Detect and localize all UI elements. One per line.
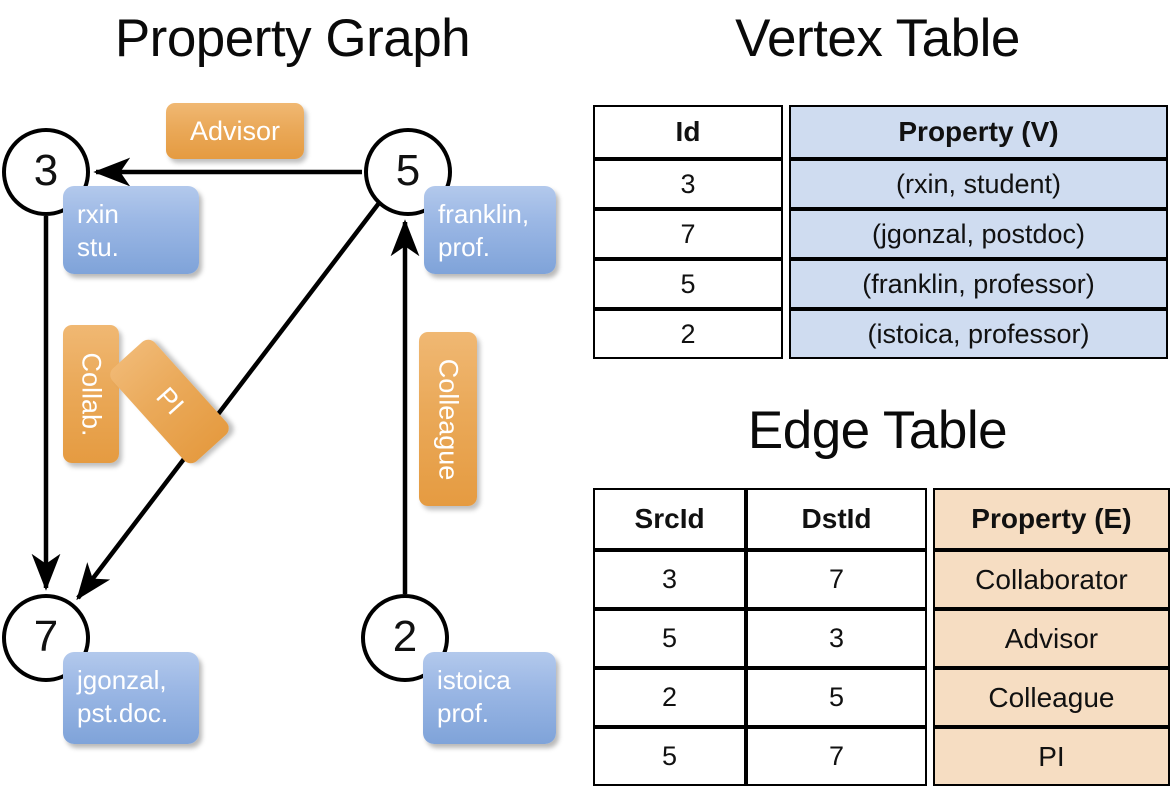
node-property-box-3: rxin stu.	[63, 186, 199, 274]
edge-label-pi-text: PI	[150, 381, 190, 421]
edge-table-column-gap	[926, 488, 933, 550]
vertex-row-2-property: (franklin, professor)	[789, 259, 1168, 309]
page-title-vertex-table: Vertex Table	[735, 9, 1020, 68]
edge-row-2-src: 2	[593, 668, 747, 727]
edge-table-header-dstid: DstId	[746, 488, 927, 550]
vertex-row-1-gap	[783, 209, 789, 259]
node-property-3-line2: stu.	[77, 232, 119, 263]
node-property-5-line1: franklin,	[438, 199, 530, 229]
vertex-row-1-id: 7	[593, 209, 783, 259]
edge-table-header-property: Property (E)	[932, 488, 1170, 550]
edge-row-1-dst: 3	[746, 609, 927, 668]
page-title-edge-table: Edge Table	[747, 401, 1008, 460]
edge-row-2-property: Colleague	[932, 668, 1170, 727]
edge-row-1-property: Advisor	[932, 609, 1170, 668]
edge-label-colleague: Colleague	[419, 332, 477, 506]
edge-row-3-src: 5	[593, 727, 747, 786]
edge-row-2-gap	[926, 668, 933, 727]
node-property-box-7: jgonzal, pst.doc.	[63, 652, 199, 744]
vertex-row-3-id: 2	[593, 309, 783, 359]
node-property-2-line1: istoica	[437, 665, 511, 695]
edge-label-collab-text: Collab.	[76, 351, 107, 437]
page-title-property-graph: Property Graph	[114, 9, 471, 68]
vertex-table-header-row: Id Property (V)	[593, 105, 1168, 159]
table-row: 5 3 Advisor	[593, 609, 1170, 668]
node-property-7-line1: jgonzal,	[77, 665, 167, 695]
table-row: 3 7 Collaborator	[593, 550, 1170, 609]
vertex-row-0-id: 3	[593, 159, 783, 209]
edge-label-advisor: Advisor	[166, 103, 304, 159]
edge-label-collab: Collab.	[63, 325, 119, 463]
edge-row-1-src: 5	[593, 609, 747, 668]
edge-row-3-property: PI	[932, 727, 1170, 786]
vertex-row-3-gap	[783, 309, 789, 359]
edge-row-1-gap	[926, 609, 933, 668]
edge-row-2-dst: 5	[746, 668, 927, 727]
edge-table-header-row: SrcId DstId Property (E)	[593, 488, 1170, 550]
edge-label-advisor-text: Advisor	[189, 115, 281, 146]
table-row: 7 (jgonzal, postdoc)	[593, 209, 1168, 259]
table-row: 2 (istoica, professor)	[593, 309, 1168, 359]
edge-5-to-7-pi	[76, 201, 381, 601]
edge-row-3-gap	[926, 727, 933, 786]
vertex-row-2-id: 5	[593, 259, 783, 309]
node-property-3-line1: rxin	[77, 199, 119, 229]
graph-node-2-id: 2	[392, 612, 418, 662]
property-graph-panel: Property Graph Advisor Collab. PI	[0, 0, 585, 760]
vertex-table-column-gap	[783, 105, 789, 159]
node-property-2-line2: prof.	[437, 698, 490, 729]
vertex-table-header-id: Id	[593, 105, 783, 159]
table-row: 2 5 Colleague	[593, 668, 1170, 727]
vertex-row-0-gap	[783, 159, 789, 209]
edge-row-3-dst: 7	[746, 727, 927, 786]
table-row: 3 (rxin, student)	[593, 159, 1168, 209]
edge-row-0-property: Collaborator	[932, 550, 1170, 609]
node-property-box-2: istoica prof.	[423, 652, 556, 744]
edge-row-0-dst: 7	[746, 550, 927, 609]
graph-edges-layer	[31, 157, 420, 601]
vertex-table-header-property: Property (V)	[789, 105, 1168, 159]
table-row: 5 (franklin, professor)	[593, 259, 1168, 309]
vertex-table: Id Property (V) 3 (rxin, student) 7 (jgo…	[593, 105, 1168, 359]
node-property-7-line2: pst.doc.	[77, 698, 169, 729]
graph-node-7-id: 7	[33, 612, 59, 662]
vertex-row-2-gap	[783, 259, 789, 309]
vertex-row-1-property: (jgonzal, postdoc)	[789, 209, 1168, 259]
edge-table-header-srcid: SrcId	[593, 488, 747, 550]
edge-label-colleague-text: Colleague	[433, 358, 464, 480]
graph-node-3-id: 3	[33, 146, 59, 196]
node-property-5-line2: prof.	[438, 232, 491, 263]
graph-node-2[interactable]: 2	[361, 594, 449, 682]
edge-table: SrcId DstId Property (E) 3 7 Collaborato…	[593, 488, 1170, 786]
graph-node-5-id: 5	[395, 146, 421, 196]
graph-node-5[interactable]: 5	[364, 128, 452, 216]
edge-row-0-src: 3	[593, 550, 747, 609]
table-row: 5 7 PI	[593, 727, 1170, 786]
node-property-box-5: franklin, prof.	[424, 186, 556, 274]
vertex-row-3-property: (istoica, professor)	[789, 309, 1168, 359]
edge-row-0-gap	[926, 550, 933, 609]
vertex-row-0-property: (rxin, student)	[789, 159, 1168, 209]
